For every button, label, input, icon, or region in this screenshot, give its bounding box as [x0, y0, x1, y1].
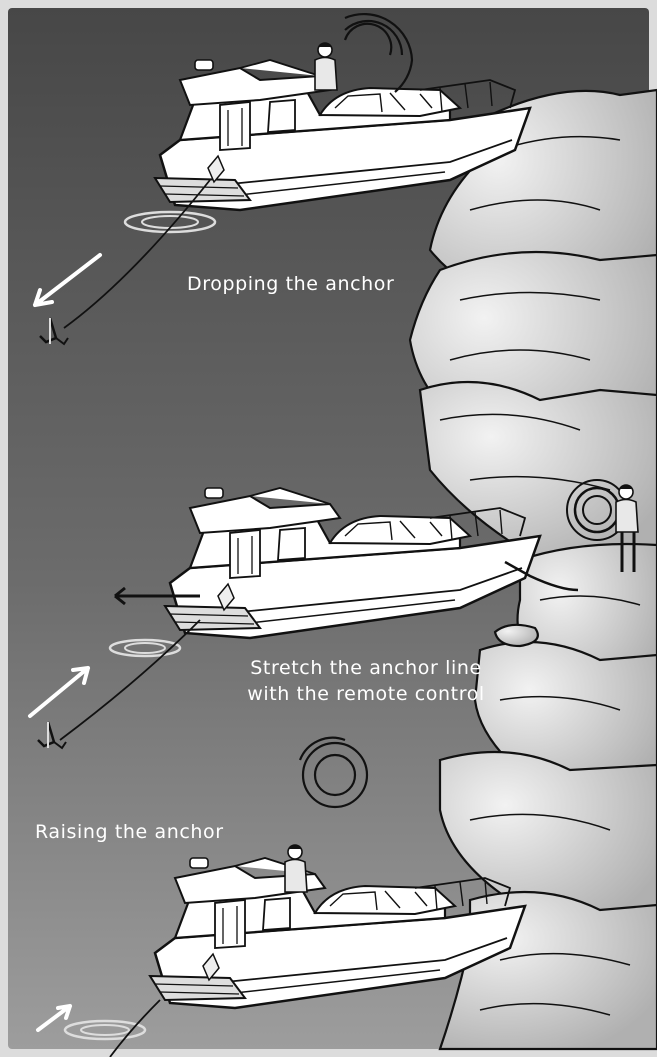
caption-raising: Raising the anchor	[35, 819, 224, 845]
caption-stretch-line1: Stretch the anchor line	[240, 655, 492, 681]
caption-stretch: Stretch the anchor line with the remote …	[240, 655, 492, 707]
caption-dropping: Dropping the anchor	[187, 271, 394, 297]
caption-stretch-line2: with the remote control	[240, 681, 492, 707]
